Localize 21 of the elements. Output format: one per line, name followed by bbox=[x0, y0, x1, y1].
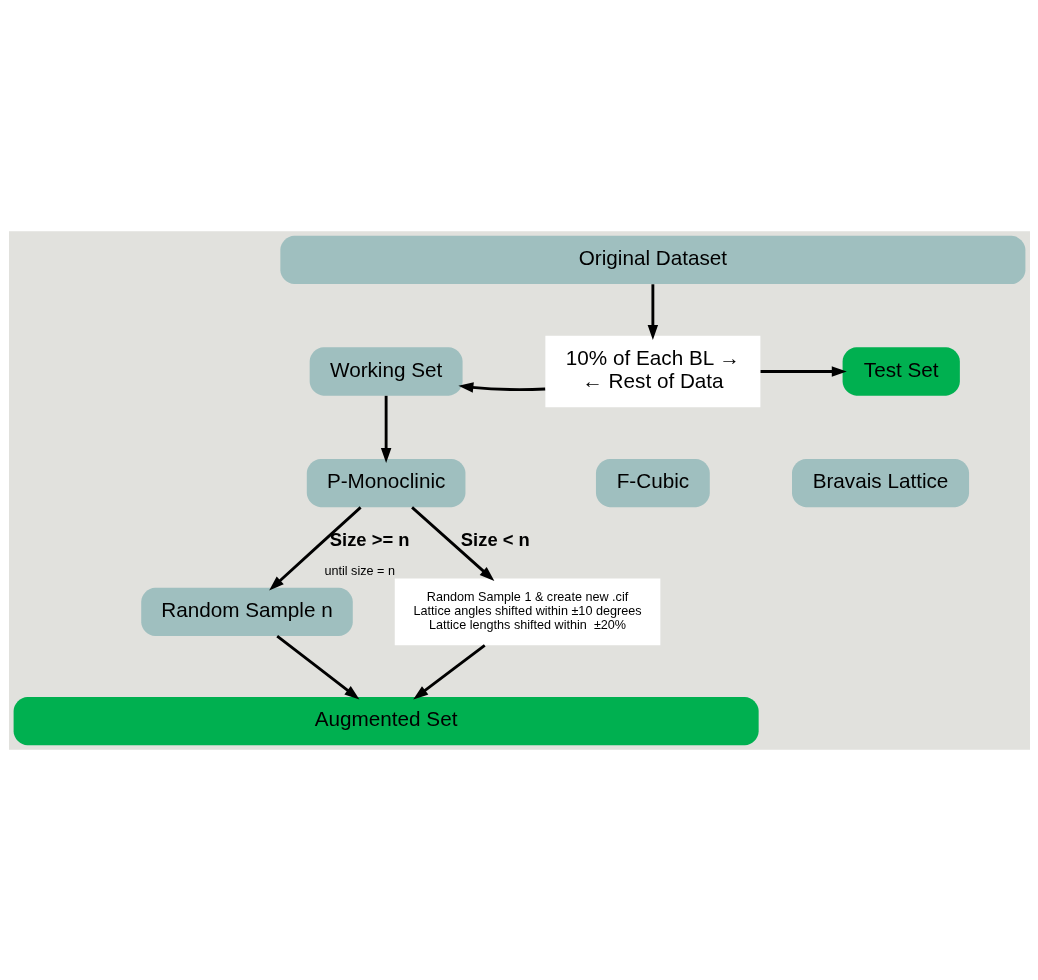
node-box: Random Sample n bbox=[140, 587, 353, 636]
arrow bbox=[275, 634, 359, 699]
node-box: Original Dataset bbox=[279, 235, 1025, 284]
edge-label: Size >= n bbox=[329, 528, 409, 550]
arrow bbox=[410, 505, 494, 581]
node-box: Working Set bbox=[309, 346, 463, 396]
node-box: P-Monoclinic bbox=[306, 458, 465, 507]
edge-label: Size < n bbox=[460, 528, 530, 550]
node-box: Augmented Set bbox=[13, 696, 759, 745]
node-box: Test Set bbox=[842, 346, 960, 396]
node-box: F-Cubic bbox=[595, 458, 710, 507]
arrow bbox=[412, 643, 486, 699]
node-label: until size = n bbox=[323, 563, 395, 578]
arrow bbox=[760, 365, 847, 377]
node-box: Random Sample 1 & create new .cif Lattice angles shifted within ±10 degrees Lattice lengths shifted within ±20% bbox=[394, 577, 660, 645]
arrow bbox=[647, 283, 658, 340]
arrow bbox=[380, 395, 391, 463]
arrow bbox=[268, 505, 362, 591]
arrow bbox=[457, 381, 545, 393]
node-box: 10% of Each BL → ← Rest of Data bbox=[544, 335, 760, 407]
node-box: Bravais Lattice bbox=[791, 458, 969, 507]
